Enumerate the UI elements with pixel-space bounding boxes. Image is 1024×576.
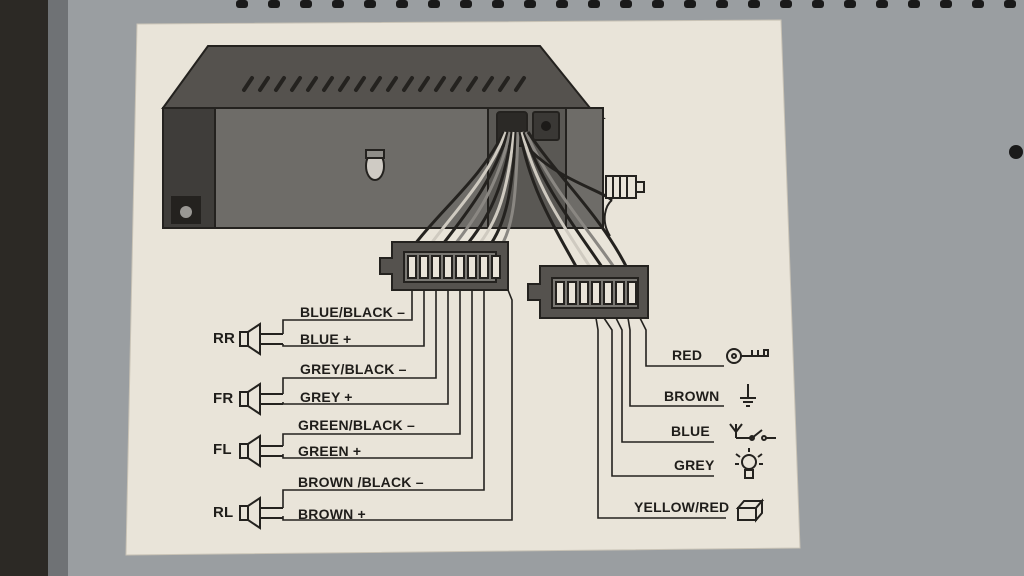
speaker-icon-rr: [239, 322, 283, 356]
power-label-red: RED: [672, 347, 703, 363]
speaker-symbols: [239, 322, 283, 530]
power-label-yellow-red: YELLOW/RED: [634, 499, 730, 515]
speaker-connector: [379, 241, 509, 291]
power-connector: [527, 265, 649, 319]
wire-label-green-plus: GREEN +: [298, 443, 362, 459]
ground-icon: [740, 384, 756, 407]
power-wire-lines: [595, 317, 726, 519]
power-icons: [726, 348, 776, 523]
power-label-grey: GREY: [674, 457, 715, 473]
light-bulb-icon: [735, 448, 763, 479]
wire-label-grey-black: GREY/BLACK –: [300, 361, 407, 377]
memory-box-icon: [735, 498, 765, 523]
wire-label-brown-plus: BROWN +: [298, 506, 366, 522]
speaker-icon-rl: [239, 496, 283, 530]
speaker-label-rr: RR: [213, 330, 236, 347]
wire-bundle: [410, 131, 630, 271]
wire-label-brown-black: BROWN /BLACK –: [298, 474, 424, 490]
speaker-icon-fr: [239, 382, 283, 416]
radio-vent-slots: [242, 76, 526, 92]
wire-label-green-black: GREEN/BLACK –: [298, 417, 415, 433]
wire-label-grey-plus: GREY +: [300, 389, 353, 405]
antenna-switch-icon: [729, 423, 776, 441]
chassis-fold: [48, 0, 68, 576]
speaker-label-rl: RL: [213, 504, 234, 521]
power-label-blue: BLUE: [671, 423, 710, 439]
key-icon: [726, 348, 769, 364]
radio-unit-drawing: [161, 45, 606, 229]
wire-label-blue-plus: BLUE +: [300, 331, 352, 347]
power-label-brown: BROWN: [664, 388, 720, 404]
speaker-label-fr: FR: [213, 390, 234, 407]
speaker-label-fl: FL: [213, 441, 232, 458]
antenna-plug: [603, 175, 645, 237]
speaker-icon-fl: [239, 434, 283, 468]
vent-holes: [236, 0, 1023, 159]
wire-label-blue-black: BLUE/BLACK –: [300, 304, 406, 320]
